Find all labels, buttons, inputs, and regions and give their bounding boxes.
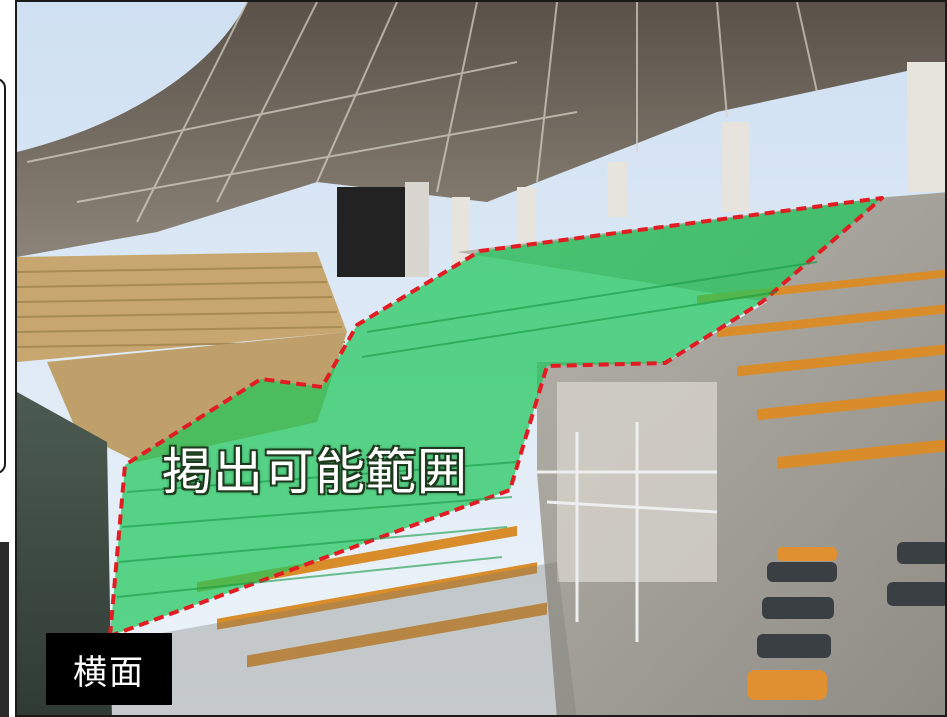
- far-stand: [17, 252, 347, 362]
- railings: [537, 422, 718, 642]
- adjacent-panel-bracket: [0, 78, 6, 474]
- adjacent-panel-edge: [0, 542, 9, 717]
- area-label: 掲出可能範囲: [162, 443, 468, 501]
- near-dark-seats: [757, 542, 945, 658]
- available-area-highlight: [108, 196, 884, 638]
- lower-aisle-shade: [112, 562, 577, 715]
- left-margin: [0, 0, 15, 717]
- stadium-photo-illustration: [17, 2, 945, 715]
- view-tag: 横面: [46, 633, 172, 705]
- scoreboard: [337, 187, 405, 277]
- highlight-seat-rows: [116, 261, 818, 598]
- stadium-photo: [15, 0, 947, 717]
- scoreboard-post: [405, 182, 429, 277]
- roof-columns: [452, 62, 945, 267]
- roof-trusses: [26, 2, 818, 223]
- near-orange-seats: [747, 547, 837, 700]
